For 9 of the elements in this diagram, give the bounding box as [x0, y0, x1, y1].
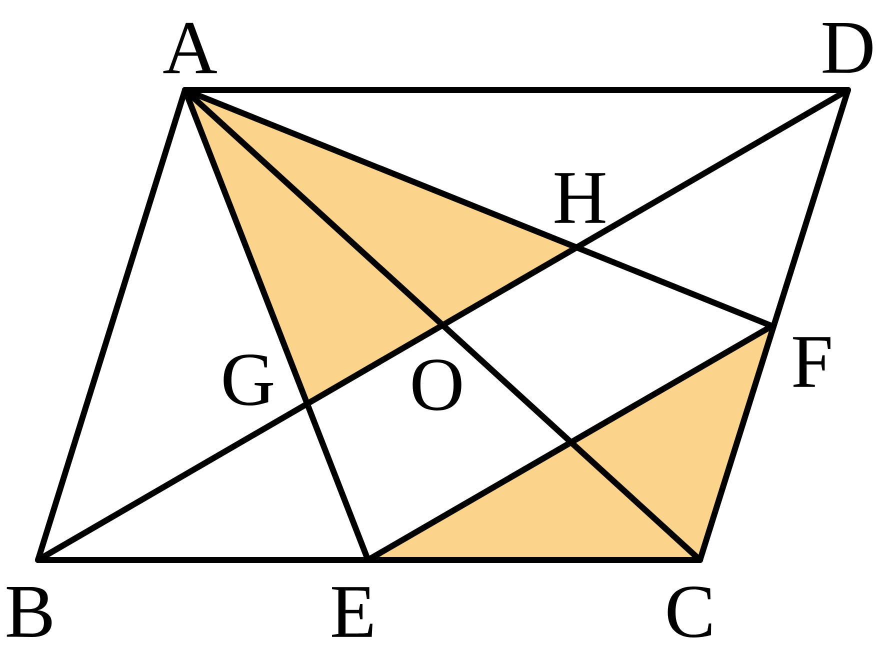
point-label: B [6, 587, 52, 637]
point-label: O [412, 359, 462, 410]
point-label: F [793, 337, 830, 387]
point-label: G [224, 354, 274, 406]
point-label: H [554, 173, 606, 223]
point-label: A [163, 22, 217, 74]
point-label: D [822, 23, 872, 73]
point-label: E [332, 587, 372, 637]
point-label: C [668, 586, 712, 638]
